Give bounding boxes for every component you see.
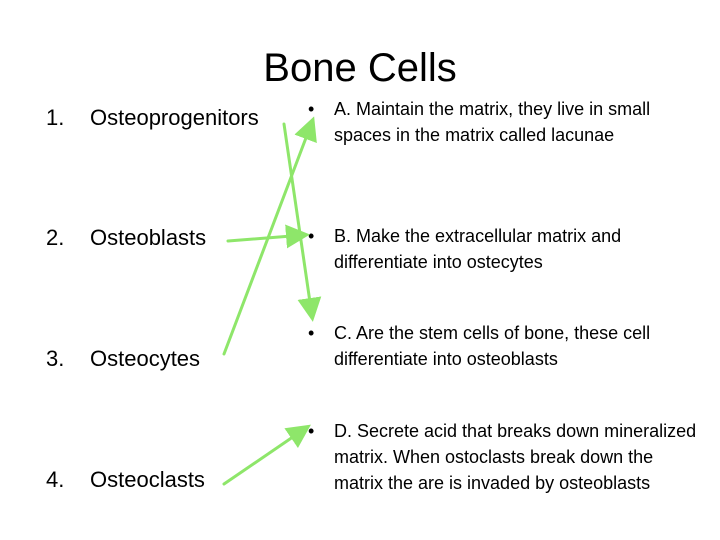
list-number: 3. [46,346,65,371]
bullet-item: • D. Secrete acid that breaks down miner… [308,418,703,496]
list-item: 4. Osteoclasts [46,466,205,494]
list-item: 1. Osteoprogenitors [46,104,259,132]
bullet-item: • B. Make the extracellular matrix and d… [308,223,703,275]
description-list: • A. Maintain the matrix, they live in s… [308,0,708,540]
cell-type-list: 1. Osteoprogenitors 2. Osteoblasts 3. Osteo… [46,0,296,540]
bullet-icon: • [308,226,315,246]
list-label: Osteoprogenitors [90,105,259,130]
list-number: 4. [46,467,65,492]
list-item: 2. Osteoblasts [46,224,206,252]
list-number: 1. [46,105,65,130]
list-label: Osteocytes [90,346,201,371]
bullet-item: • C. Are the stem cells of bone, these c… [308,320,703,372]
bullet-text: D. Secrete acid that breaks down mineral… [334,421,697,493]
bullet-text: A. Maintain the matrix, they live in sma… [334,99,651,145]
bullet-item: • A. Maintain the matrix, they live in s… [308,96,703,148]
bullet-text: B. Make the extracellular matrix and dif… [334,226,622,272]
bullet-icon: • [308,99,315,119]
bullet-icon: • [308,323,315,343]
list-label: Osteoclasts [90,467,205,492]
bullet-text: C. Are the stem cells of bone, these cel… [334,323,651,369]
list-label: Osteoblasts [90,225,207,250]
slide-title: Bone Cells [263,46,457,90]
list-number: 2. [46,225,65,250]
bullet-icon: • [308,421,315,441]
list-item: 3. Osteocytes [46,345,200,373]
